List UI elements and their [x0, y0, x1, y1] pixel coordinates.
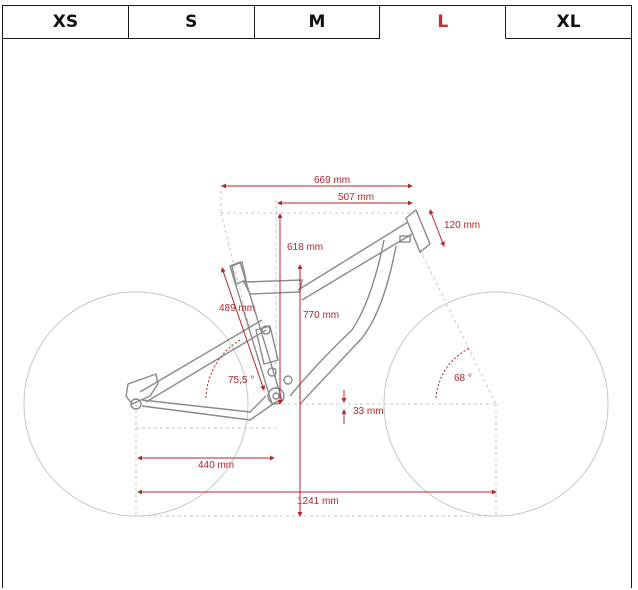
label-reach: 507 mm — [338, 192, 374, 203]
reference-lines — [135, 185, 497, 517]
label-wheelbase: 1241 mm — [297, 496, 339, 507]
bike-frame — [125, 208, 431, 421]
label-seat-tube: 489 mm — [219, 303, 255, 314]
dimension-lines — [137, 183, 497, 517]
label-stack: 618 mm — [287, 242, 323, 253]
tab-size-s[interactable]: S — [128, 6, 255, 39]
label-reach-total: 669 mm — [314, 175, 350, 186]
tab-size-xs[interactable]: XS — [3, 6, 129, 39]
tab-size-xl[interactable]: XL — [506, 6, 631, 39]
angle-arcs — [205, 339, 471, 399]
label-chainstay: 440 mm — [198, 460, 234, 471]
label-bb-drop: 33 mm — [353, 406, 384, 417]
label-head-angle: 68 ° — [454, 373, 472, 384]
label-head-tube: 120 mm — [444, 220, 480, 231]
size-tabs: XS S M L XL — [3, 6, 631, 39]
label-stack-height: 770 mm — [303, 310, 339, 321]
tab-size-m[interactable]: M — [254, 6, 381, 39]
tab-size-l[interactable]: L — [380, 6, 507, 39]
label-seat-angle: 75,5 ° — [228, 375, 254, 386]
